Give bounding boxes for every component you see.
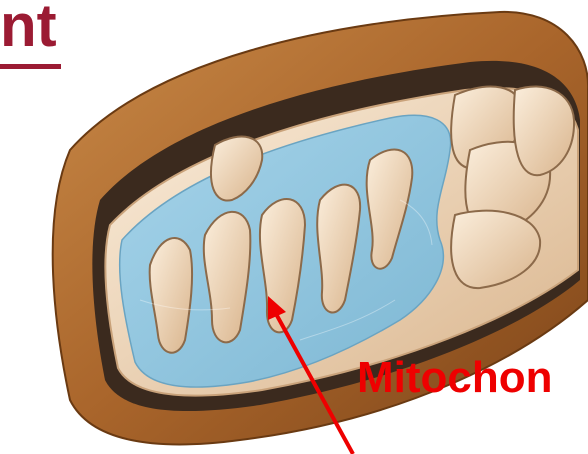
title-underline [0, 64, 61, 69]
organelle-label: Mitochon [357, 348, 553, 408]
page-title-fragment: nt [0, 0, 57, 66]
